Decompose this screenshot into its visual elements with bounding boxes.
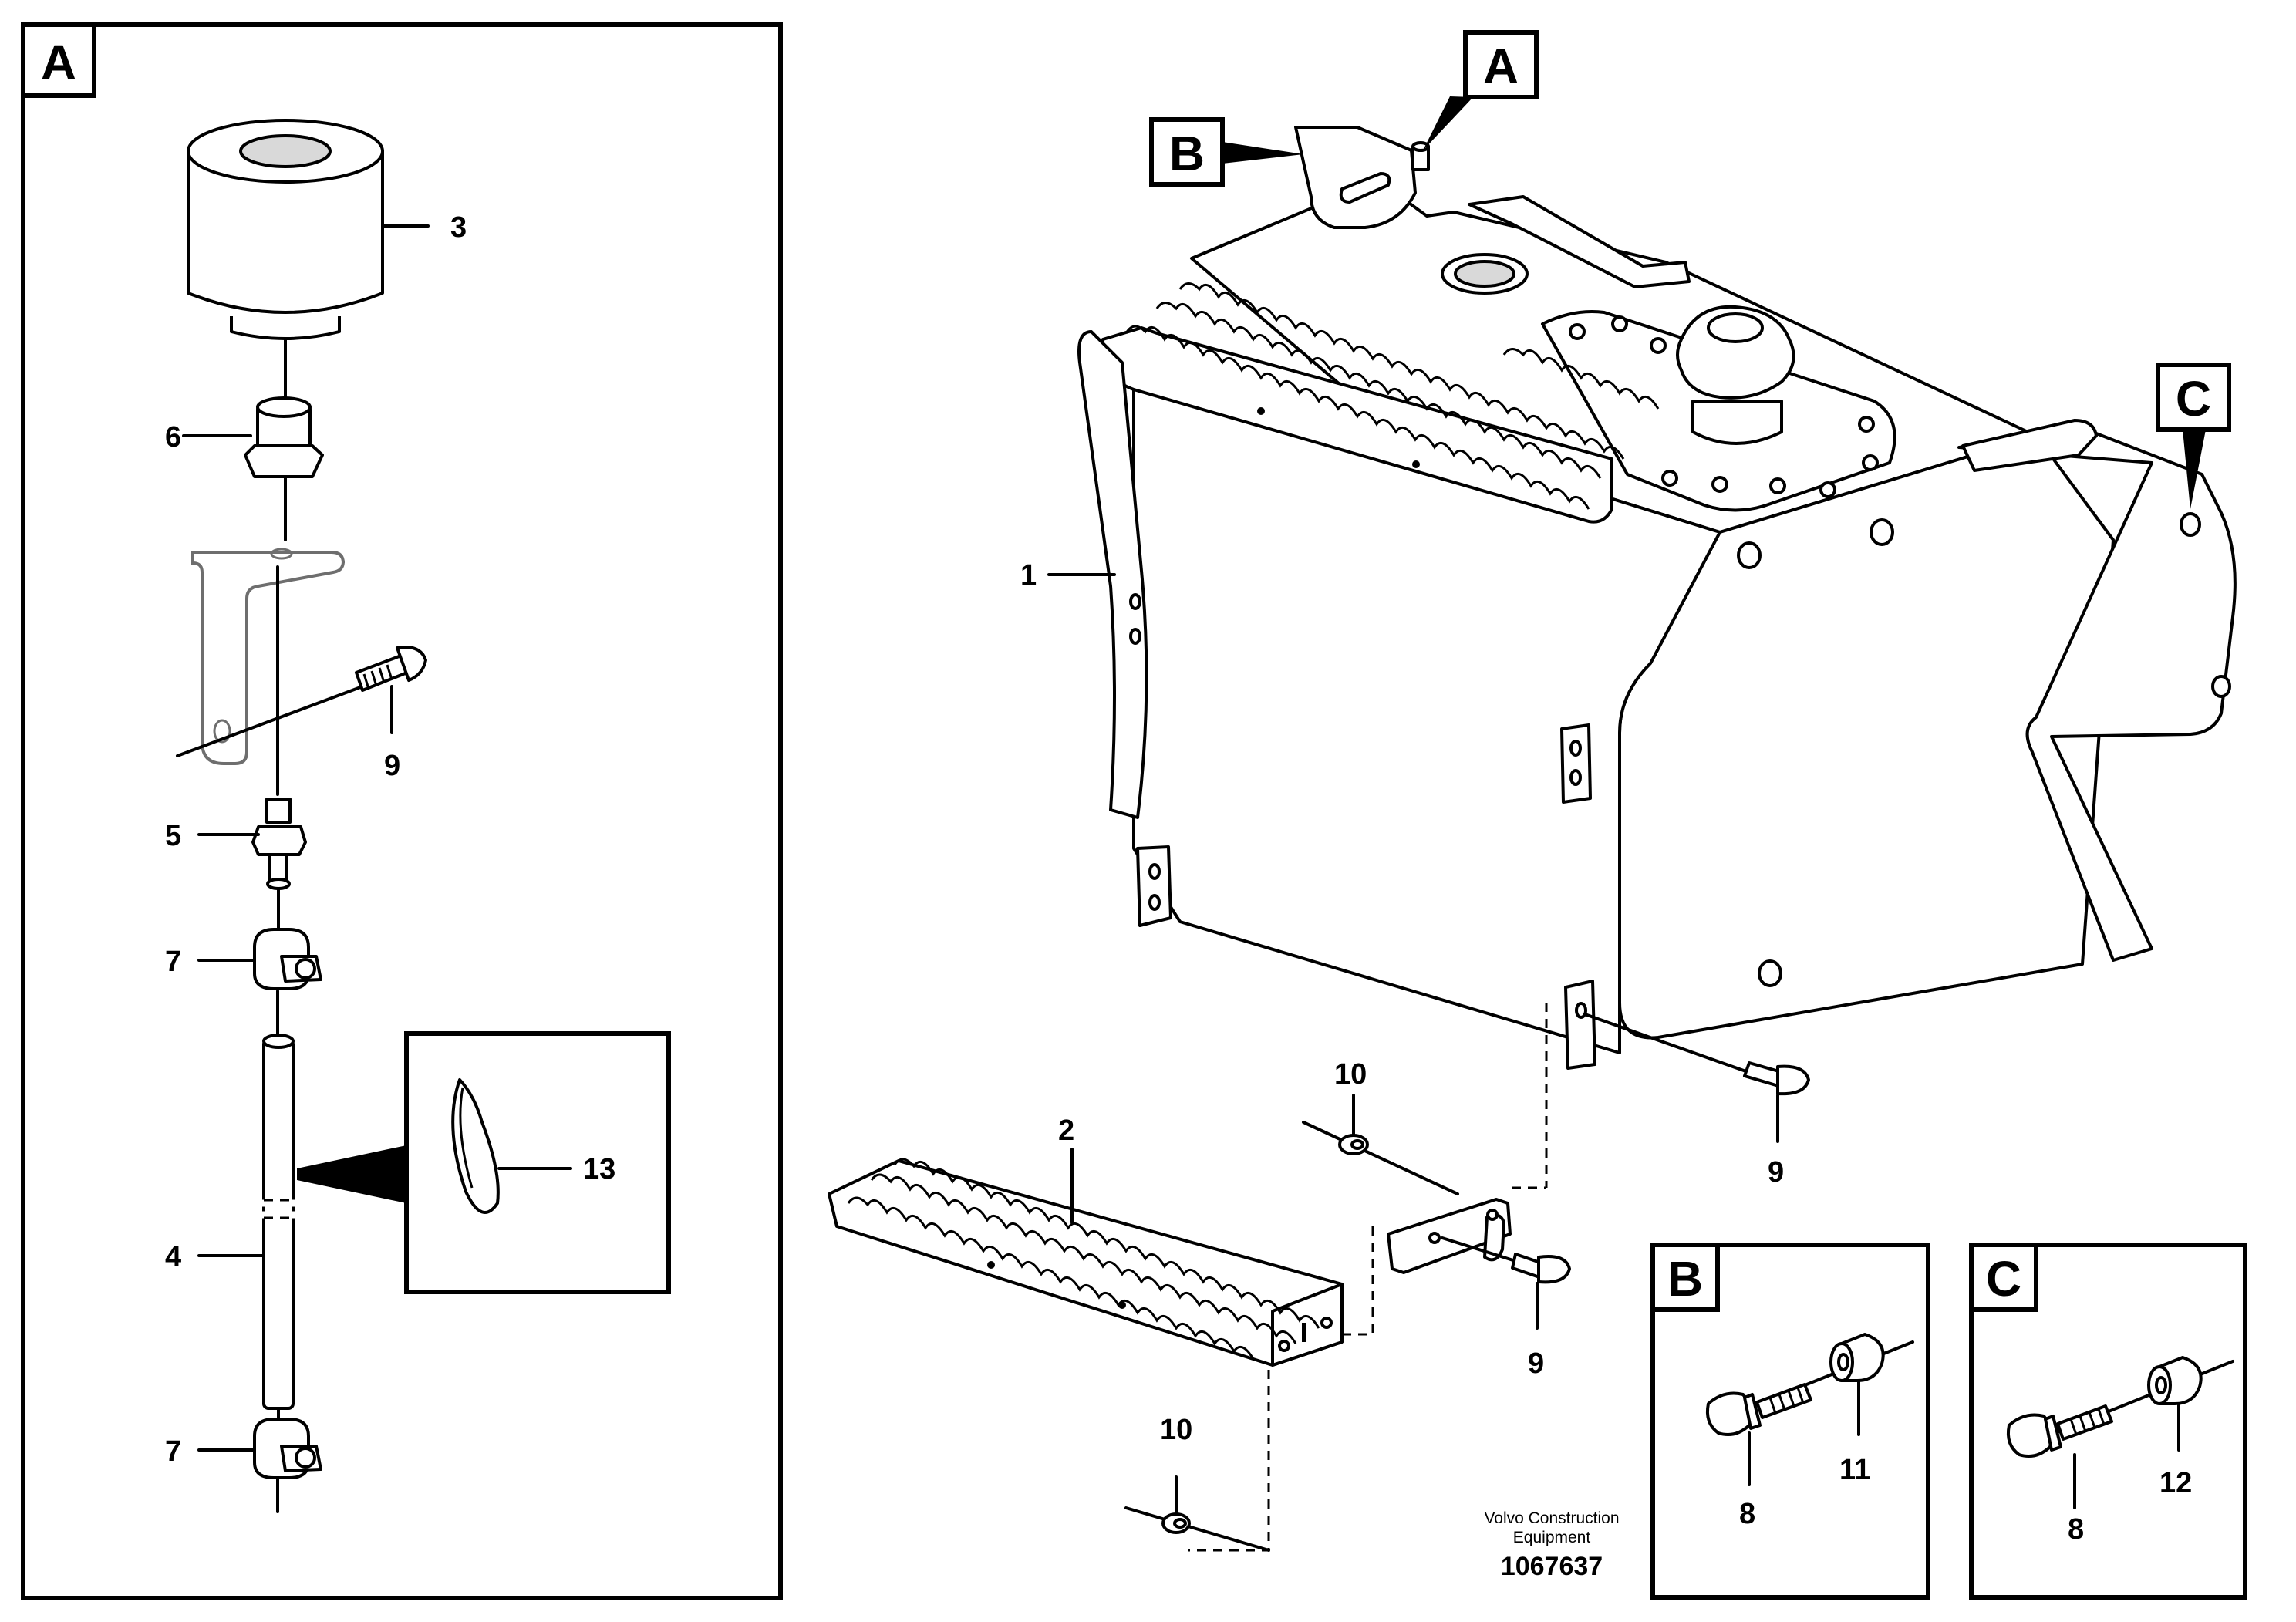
hose-part (197, 1034, 298, 1428)
callout-8-b: 8 (1739, 1498, 1755, 1530)
mounting-bracket (191, 548, 345, 796)
bottom-step-part (828, 1158, 1344, 1367)
svg-text:B: B (1169, 126, 1205, 181)
callout-6: 6 (165, 421, 181, 454)
detail-a-panel: A (21, 22, 783, 1600)
detail-a-letter: A (41, 35, 76, 90)
detail-b-panel: B 8 11 (1650, 1243, 1930, 1600)
ref-box-c: C (2156, 363, 2231, 509)
filter-cap-part (187, 119, 430, 410)
callout-9-bracket: 9 (384, 750, 400, 782)
callout-12: 12 (2159, 1467, 2192, 1499)
callout-1: 1 (1020, 559, 1037, 592)
callout-7-top: 7 (165, 946, 181, 978)
detail-c-letter: C (1986, 1251, 2021, 1307)
bracket-bolt-part (176, 646, 427, 757)
svg-text:A: A (1483, 39, 1519, 94)
adapter-part (182, 396, 324, 541)
callout-3: 3 (450, 211, 467, 244)
callout-5: 5 (165, 820, 181, 852)
company-name-line2: Equipment (1513, 1529, 1591, 1546)
ref-box-b: B (1149, 117, 1303, 187)
callout-7-bottom: 7 (165, 1435, 181, 1468)
callout-9-tank: 9 (1768, 1156, 1784, 1189)
callout-10-top: 10 (1334, 1058, 1367, 1091)
callout-4: 4 (165, 1241, 181, 1273)
footer-caption: Volvo Construction Equipment 1067637 (1484, 1509, 1619, 1581)
callout-10-bottom: 10 (1160, 1414, 1192, 1446)
detail-b-letter: B (1667, 1251, 1703, 1307)
tank-assembly: A B C 1 2 9 9 10 10 (828, 30, 2237, 1552)
callout-13: 13 (583, 1153, 615, 1185)
svg-text:C: C (2176, 371, 2211, 427)
ref-box-a: A (1423, 30, 1539, 150)
fitting-part (197, 798, 307, 950)
callout-8-c: 8 (2068, 1513, 2084, 1546)
hose-clamp-top (197, 928, 322, 1035)
company-name-line1: Volvo Construction (1484, 1509, 1619, 1527)
callout-2: 2 (1058, 1114, 1074, 1147)
detail-c-panel: C 8 12 (1969, 1243, 2247, 1600)
callout-9-step: 9 (1528, 1347, 1544, 1380)
hose-clamp-bottom (197, 1418, 322, 1513)
callout-11: 11 (1839, 1454, 1870, 1486)
cable-tie-inset (297, 1031, 671, 1294)
document-number: 1067637 (1501, 1552, 1603, 1581)
